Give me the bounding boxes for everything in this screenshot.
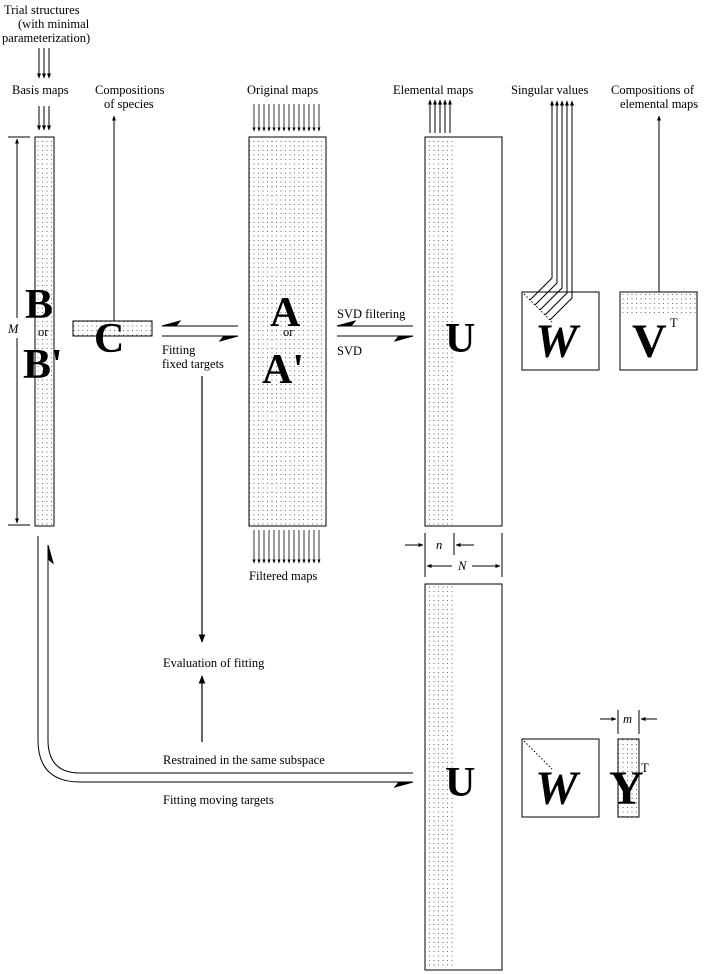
fitting-fixed-label-1: Fitting <box>162 343 196 357</box>
matrix-b-symbol: B <box>25 282 53 328</box>
singular-value-paths <box>529 133 573 321</box>
compositions-elemental-label-1: Compositions of <box>611 83 695 97</box>
matrix-c-symbol: C <box>94 316 124 362</box>
matrix-y-symbol: Y <box>609 762 644 815</box>
svd-label: SVD <box>337 344 362 358</box>
matrix-u-top <box>424 136 503 527</box>
dimension-n-label: n <box>436 538 442 552</box>
dimension-m-small <box>600 710 657 734</box>
singular-values-label: Singular values <box>511 83 589 97</box>
matrix-b-or: or <box>38 325 49 339</box>
dimension-cap-n-label: N <box>457 559 467 573</box>
svd-harpoons <box>336 320 414 342</box>
matrix-b-prime-symbol: B' <box>23 342 63 388</box>
loop-harpoons <box>37 536 413 783</box>
trial-label-line1: Trial structures <box>4 3 80 17</box>
filtered-maps-arrows <box>252 530 321 564</box>
original-maps-arrows <box>252 104 321 132</box>
dimension-n <box>405 533 503 577</box>
matrix-y <box>617 738 640 818</box>
fitting-fixed-harpoons <box>161 320 239 342</box>
singular-value-arrowheads <box>550 100 574 133</box>
svd-filtering-label: SVD filtering <box>337 307 406 321</box>
matrix-v-transpose-mark: T <box>670 316 678 330</box>
matrix-w-bottom-symbol: W <box>535 762 581 815</box>
evaluation-label: Evaluation of fitting <box>163 656 265 670</box>
basis-maps-label: Basis maps <box>12 83 69 97</box>
loop-harpoon-heads <box>47 544 414 788</box>
trial-structures-label: Trial structures (with minimal parameter… <box>2 3 90 45</box>
matrix-u-bottom <box>424 583 503 971</box>
basis-arrows <box>37 106 51 131</box>
dimension-small-m-label: m <box>623 712 632 726</box>
matrix-v <box>619 291 698 371</box>
matrix-y-transpose-mark: T <box>641 761 649 775</box>
trial-label-line2: (with minimal <box>18 17 90 31</box>
matrix-b <box>34 136 55 527</box>
matrix-v-dotted-rows <box>621 293 696 315</box>
compositions-species-label-2: of species <box>104 97 154 111</box>
trial-arrows <box>37 48 51 79</box>
elemental-maps-label: Elemental maps <box>393 83 473 97</box>
fitting-fixed-label-2: fixed targets <box>162 357 224 371</box>
matrix-w-top-diagonal <box>523 293 553 323</box>
restrained-label: Restrained in the same subspace <box>163 753 325 767</box>
matrix-a <box>248 136 327 527</box>
matrix-a-or: or <box>283 325 294 339</box>
matrix-u-bottom-dotted-columns <box>426 585 454 969</box>
filtered-maps-label: Filtered maps <box>249 569 318 583</box>
matrix-w-bottom <box>521 738 600 818</box>
matrix-w-top-symbol: W <box>535 315 581 368</box>
matrix-u-top-dotted-columns <box>426 138 454 525</box>
compositions-species-label-1: Compositions <box>95 83 165 97</box>
matrix-a-prime-symbol: A' <box>262 347 304 393</box>
matrix-c <box>72 320 153 337</box>
matrix-v-symbol: V <box>632 315 667 368</box>
trial-label-line3: parameterization) <box>2 31 90 45</box>
dimension-m <box>8 136 30 526</box>
matrix-u-top-symbol: U <box>445 316 475 362</box>
compositions-elemental-label-2: elemental maps <box>620 97 698 111</box>
matrix-w-bottom-diagonal <box>523 740 553 770</box>
matrix-u-bottom-symbol: U <box>445 760 475 806</box>
fitting-moving-label: Fitting moving targets <box>163 793 274 807</box>
elemental-maps-arrows <box>428 99 452 133</box>
dimension-m-label: M <box>7 322 19 336</box>
matrix-a-symbol: A <box>270 290 301 336</box>
original-maps-label: Original maps <box>247 83 318 97</box>
matrix-w-top <box>521 291 600 371</box>
